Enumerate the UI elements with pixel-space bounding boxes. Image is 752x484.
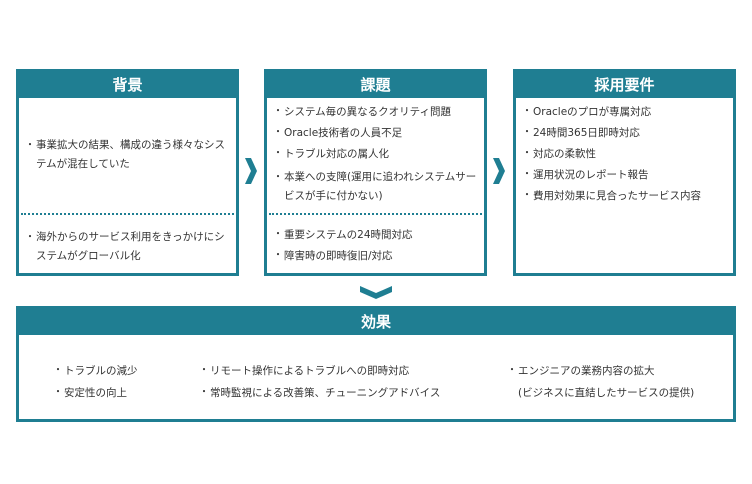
background-bottom-list: 海外からのサービス利用をきっかけにシステムがグローバル化 — [25, 228, 230, 266]
background-title: 背景 — [19, 72, 236, 98]
list-item: 対応の柔軟性 — [522, 147, 729, 161]
list-item: 本業への支障(運用に追われシステムサービスが手に付かない) — [273, 168, 478, 206]
list-item: 障害時の即時復旧/対応 — [273, 249, 478, 263]
background-divider — [21, 213, 234, 215]
issues-title: 課題 — [267, 72, 484, 98]
requirements-box: 採用要件 Oracleのプロが専属対応 24時間365日即時対応 対応の柔軟性 … — [513, 69, 736, 276]
list-item: 海外からのサービス利用をきっかけにシステムがグローバル化 — [25, 228, 230, 266]
list-item: 常時監視による改善策、チューニングアドバイス — [199, 386, 499, 400]
list-item: トラブル対応の属人化 — [273, 147, 478, 161]
effects-col3: エンジニアの業務内容の拡大 — [507, 364, 727, 386]
list-item: 24時間365日即時対応 — [522, 126, 729, 140]
list-item: 費用対効果に見合ったサービス内容 — [522, 189, 729, 203]
list-item: エンジニアの業務内容の拡大 — [507, 364, 727, 378]
issues-divider — [269, 213, 482, 215]
list-item: Oracleのプロが専属対応 — [522, 105, 729, 119]
list-item: トラブルの減少 — [53, 364, 193, 378]
list-item: リモート操作によるトラブルへの即時対応 — [199, 364, 499, 378]
list-item: 重要システムの24時間対応 — [273, 228, 478, 242]
issues-top-list: システム毎の異なるクオリティ問題 Oracle技術者の人員不足 トラブル対応の属… — [273, 105, 478, 206]
list-item: 安定性の向上 — [53, 386, 193, 400]
list-item: Oracle技術者の人員不足 — [273, 126, 478, 140]
effects-col1: トラブルの減少 安定性の向上 — [53, 364, 193, 400]
list-item: 事業拡大の結果、構成の違う様々なシステムが混在していた — [25, 136, 230, 174]
background-box: 背景 事業拡大の結果、構成の違う様々なシステムが混在していた 海外からのサービス… — [16, 69, 239, 276]
background-top-list: 事業拡大の結果、構成の違う様々なシステムが混在していた — [25, 136, 230, 174]
effects-col2: リモート操作によるトラブルへの即時対応 常時監視による改善策、チューニングアドバ… — [199, 364, 499, 400]
requirements-title: 採用要件 — [516, 72, 733, 98]
effects-col3-sub: (ビジネスに直結したサービスの提供) — [518, 387, 695, 399]
effects-box: 効果 トラブルの減少 安定性の向上 リモート操作によるトラブルへの即時対応 常時… — [16, 306, 736, 422]
issues-bottom-list: 重要システムの24時間対応 障害時の即時復旧/対応 — [273, 228, 478, 263]
list-item: システム毎の異なるクオリティ問題 — [273, 105, 478, 119]
requirements-list: Oracleのプロが専属対応 24時間365日即時対応 対応の柔軟性 運用状況の… — [522, 105, 729, 203]
chevron-down-icon — [360, 286, 392, 299]
chevron-right-icon — [245, 158, 257, 184]
chevron-right-icon — [493, 158, 505, 184]
list-item: 運用状況のレポート報告 — [522, 168, 729, 182]
issues-box: 課題 システム毎の異なるクオリティ問題 Oracle技術者の人員不足 トラブル対… — [264, 69, 487, 276]
effects-title: 効果 — [19, 309, 733, 335]
